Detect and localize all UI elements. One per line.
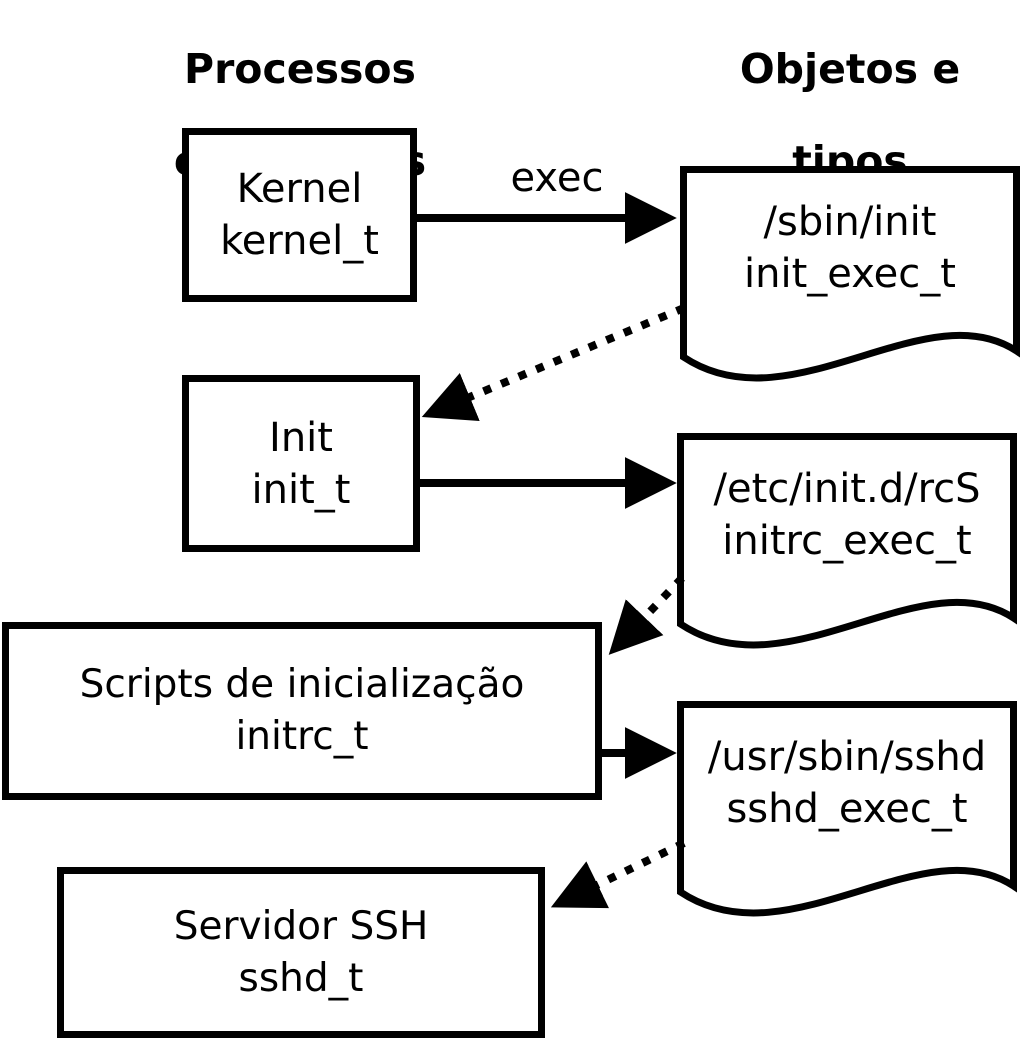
object-path: /sbin/init xyxy=(763,199,937,245)
process-type: initrc_t xyxy=(235,714,369,759)
header-line: Processos xyxy=(184,45,416,93)
object-label-etc-initd-rcs: /etc/init.d/rcS initrc_exec_t xyxy=(677,463,1017,567)
object-path: /etc/init.d/rcS xyxy=(713,466,981,512)
object-label-usr-sbin-sshd: /usr/sbin/sshd sshd_exec_t xyxy=(677,731,1017,835)
process-box-init: Init init_t xyxy=(182,375,420,552)
process-box-kernel: Kernel kernel_t xyxy=(182,128,417,302)
object-doc-usr-sbin-sshd xyxy=(677,701,1017,917)
process-name: Kernel xyxy=(236,166,363,212)
dotted-arrow-sshdexec-to-sshd xyxy=(550,839,686,909)
object-type: initrc_exec_t xyxy=(722,518,972,564)
process-box-sshd: Servidor SSH sshd_t xyxy=(57,867,545,1038)
process-type: init_t xyxy=(251,466,351,513)
process-name: Init xyxy=(269,414,333,461)
process-type: kernel_t xyxy=(220,218,379,264)
column-header-objects: Objetos e tipos xyxy=(695,0,1005,230)
dotted-arrow-sbininit-to-init xyxy=(421,304,686,422)
object-label-sbin-init: /sbin/init init_exec_t xyxy=(680,196,1020,300)
process-type: sshd_t xyxy=(238,955,364,1001)
process-name: Scripts de inicialização xyxy=(79,662,525,707)
dotted-arrow-rcs-to-initrc xyxy=(608,575,685,655)
process-box-initrc: Scripts de inicialização initrc_t xyxy=(2,622,602,800)
object-doc-sbin-init xyxy=(680,166,1020,382)
header-line: Objetos e xyxy=(739,45,961,93)
object-type: sshd_exec_t xyxy=(726,786,968,832)
object-doc-etc-initd-rcs xyxy=(677,433,1017,649)
object-path: /usr/sbin/sshd xyxy=(707,734,987,780)
process-name: Servidor SSH xyxy=(173,903,429,949)
exec-edge-label: exec xyxy=(510,155,604,201)
object-type: init_exec_t xyxy=(744,251,956,297)
